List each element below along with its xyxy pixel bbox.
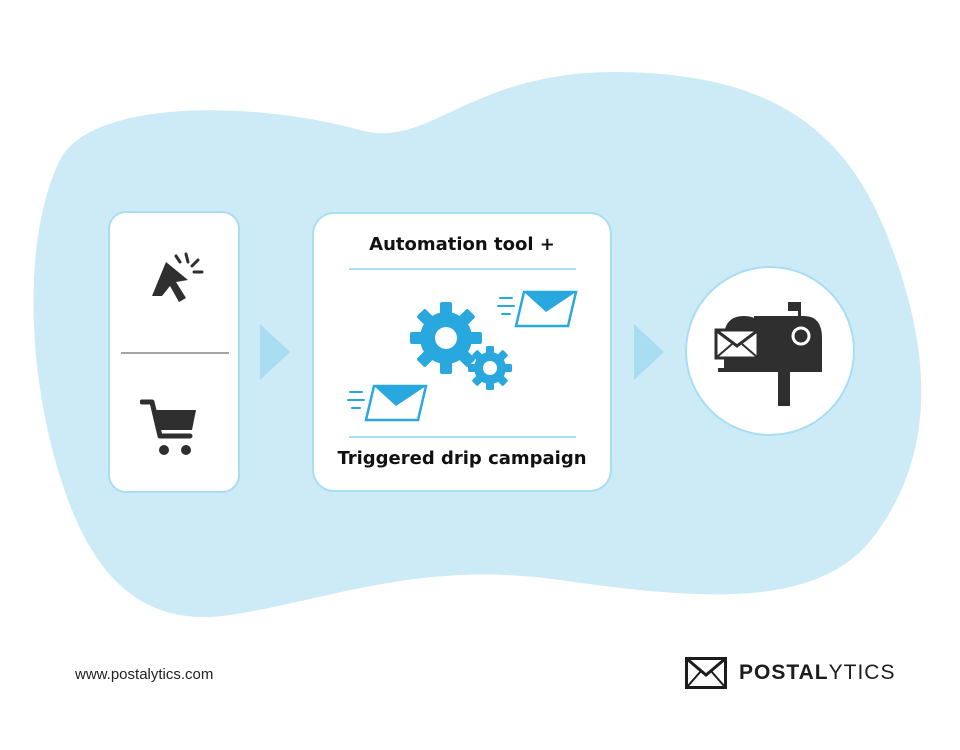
footer-url[interactable]: www.postalytics.com xyxy=(75,666,214,683)
brand-name-bold: POSTAL xyxy=(739,661,829,684)
arrow-right-icon xyxy=(634,324,664,380)
gears-icon xyxy=(410,302,512,390)
arrow-right-icon xyxy=(260,324,290,380)
brand-name-light: YTICS xyxy=(828,661,896,684)
shopping-cart-icon xyxy=(140,399,196,455)
automation-divider-top xyxy=(349,268,576,270)
cursor-click-icon xyxy=(152,252,204,302)
automation-caption: Triggered drip campaign xyxy=(337,448,587,469)
brand-name: POSTALYTICS xyxy=(739,661,895,685)
brand-logo: POSTALYTICS xyxy=(685,656,895,690)
automation-title: Automation tool + xyxy=(369,234,555,255)
envelope-icon xyxy=(347,384,428,422)
envelope-logo-icon xyxy=(685,657,727,689)
trigger-divider xyxy=(121,352,229,354)
mailbox-icon xyxy=(714,302,822,406)
envelope-icon xyxy=(497,290,578,328)
automation-divider-bottom xyxy=(349,436,576,438)
